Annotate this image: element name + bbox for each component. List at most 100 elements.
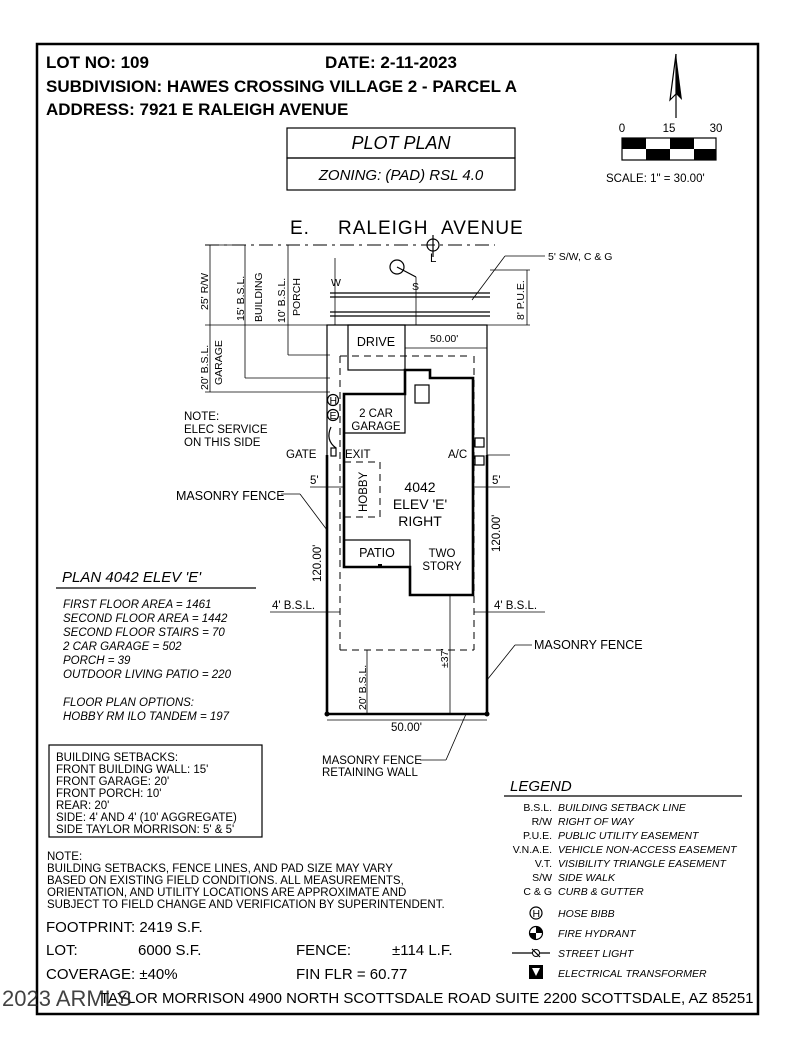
zoning-box	[286, 157, 516, 191]
street-light-icon	[389, 259, 417, 278]
svg-text:V.N.A.E.: V.N.A.E.	[513, 844, 552, 856]
bsl-4-left-dim: 4' B.S.L.	[272, 600, 315, 612]
plan-date: DATE: 2-11-2023	[325, 53, 457, 72]
svg-text:P.U.E.: P.U.E.	[523, 830, 552, 842]
svg-text:E: E	[330, 410, 337, 422]
svg-text:VISIBILITY TRIANGLE EASEMENT: VISIBILITY TRIANGLE EASEMENT	[558, 858, 727, 870]
pue-dim: 8' P.U.E.	[515, 280, 527, 320]
bsl-porch-dim: 10' B.S.L.	[276, 278, 288, 323]
note-line-3: ORIENTATION, AND UTILITY LOCATIONS ARE A…	[47, 887, 406, 899]
setback-side: SIDE: 4' AND 4' (10' AGGREGATE)	[56, 812, 237, 824]
legend-fire-hydrant-icon	[528, 925, 544, 941]
setback-side-tm: SIDE TAYLOR MORRISON: 5' & 5'	[56, 824, 234, 836]
legend-fire-hydrant: FIRE HYDRANT	[558, 928, 637, 940]
address: ADDRESS: 7921 E RALEIGH AVENUE	[46, 100, 348, 119]
hobby-room	[343, 461, 381, 518]
bsl-garage-dim: 20' B.S.L.	[199, 345, 211, 390]
bsl-porch-label: PORCH	[291, 278, 303, 316]
sidewalk-label: 5' S/W, C & G	[548, 251, 612, 263]
hobby-label: HOBBY	[358, 471, 370, 512]
bsl-building-label: BUILDING	[253, 272, 265, 322]
scale-bar: 0 15 30 SCALE: 1" = 30.00'	[606, 123, 722, 185]
legend-transformer-icon	[529, 965, 543, 979]
legend-transformer: ELECTRICAL TRANSFORMER	[558, 968, 707, 980]
hose-bibb-icon: H	[326, 393, 340, 407]
legend-hose-bibb-icon: H	[529, 906, 543, 920]
svg-text:C & G: C & G	[523, 886, 552, 898]
two-story-label-2: STORY	[422, 561, 462, 573]
patio	[343, 539, 411, 568]
two-story-label-1: TWO	[429, 548, 456, 560]
masonry-fence-left-label: MASONRY FENCE	[176, 489, 285, 503]
rear-distance-dim: ±37'	[439, 649, 451, 668]
rear-bsl-dim: 20' B.S.L.	[357, 665, 369, 710]
svg-text:B.S.L.: B.S.L.	[523, 802, 552, 814]
svg-text:H: H	[533, 908, 541, 920]
subdivision: SUBDIVISION: HAWES CROSSING VILLAGE 2 - …	[46, 77, 517, 96]
bsl-4-right-dim: 4' B.S.L.	[494, 600, 537, 612]
setbacks-title: BUILDING SETBACKS:	[56, 752, 178, 764]
watermark: 2023 ARMLS	[2, 986, 132, 1011]
scale-tick-30: 30	[710, 123, 723, 135]
legend-abbreviations: B.S.L. BUILDING SETBACK LINE R/W RIGHT O…	[513, 802, 738, 898]
svg-text:SIDE WALK: SIDE WALK	[558, 872, 616, 884]
company-address: TAYLOR MORRISON 4900 NORTH SCOTTSDALE RO…	[100, 990, 754, 1007]
street-name-avenue: AVENUE	[441, 218, 524, 239]
bsl-building-dim: 15' B.S.L.	[235, 276, 247, 321]
elec-note-3: ON THIS SIDE	[184, 437, 261, 449]
setback-front-porch: FRONT PORCH: 10'	[56, 788, 162, 800]
svg-text:S/W: S/W	[532, 872, 552, 884]
area-porch: PORCH = 39	[63, 655, 131, 667]
note-line-1: BUILDING SETBACKS, FENCE LINES, AND PAD …	[47, 863, 393, 875]
ac-unit-icon	[474, 437, 485, 466]
legend-street-light-icon	[512, 948, 550, 958]
rw-dim: 25' R/W	[199, 273, 211, 310]
legend-street-light: STREET LIGHT	[558, 948, 635, 960]
masonry-fence-right-label: MASONRY FENCE	[534, 638, 643, 652]
svg-text:VEHICLE NON-ACCESS EASEMENT: VEHICLE NON-ACCESS EASEMENT	[558, 844, 738, 856]
electric-service-icon: E	[326, 408, 340, 422]
scale-label: SCALE: 1" = 30.00'	[606, 173, 705, 185]
coverage: COVERAGE: ±40%	[46, 966, 178, 983]
finished-floor: FIN FLR = 60.77	[296, 966, 407, 983]
garage-label-1: 2 CAR	[359, 408, 393, 420]
drive-label: DRIVE	[357, 335, 395, 349]
ac-label: A/C	[448, 449, 467, 461]
rear-width-dim: 50.00'	[391, 722, 422, 734]
side-left-dim: 5'	[310, 475, 319, 487]
area-stairs: SECOND FLOOR STAIRS = 70	[63, 627, 225, 639]
sheet-border	[35, 42, 760, 1016]
setbacks-box	[48, 744, 263, 838]
svg-text:BUILDING SETBACK LINE: BUILDING SETBACK LINE	[558, 802, 687, 814]
footprint: FOOTPRINT: 2419 S.F.	[46, 919, 203, 936]
plot-plan-title: PLOT PLAN	[351, 133, 451, 153]
retaining-label-2: RETAINING WALL	[322, 767, 418, 779]
lot-number: LOT NO: 109	[46, 53, 149, 72]
scale-tick-0: 0	[619, 123, 625, 135]
svg-text:R/W: R/W	[532, 816, 553, 828]
retaining-label-1: MASONRY FENCE	[322, 755, 422, 767]
depth-right-dim: 120.00'	[491, 515, 503, 552]
scale-tick-15: 15	[663, 123, 676, 135]
legend-title: LEGEND	[510, 778, 572, 795]
bsl-garage-label: GARAGE	[213, 340, 225, 385]
street-name-e: E.	[290, 218, 310, 239]
exit-label: EXIT	[345, 449, 371, 461]
note-line-2: BASED ON EXISTING FIELD CONDITIONS. ALL …	[47, 875, 404, 887]
area-garage: 2 CAR GARAGE = 502	[62, 641, 182, 653]
garage-label-2: GARAGE	[351, 421, 401, 433]
side-right-dim: 5'	[492, 475, 501, 487]
centerline-label: L	[430, 253, 437, 265]
street-name-raleigh: RALEIGH	[338, 218, 428, 239]
patio-label: PATIO	[359, 546, 395, 560]
option-hobby: HOBBY RM ILO TANDEM = 197	[63, 711, 230, 723]
note-title: NOTE:	[47, 851, 82, 863]
fence-value: ±114 L.F.	[392, 942, 453, 959]
svg-text:CURB & GUTTER: CURB & GUTTER	[558, 886, 644, 898]
depth-left-dim: 120.00'	[312, 545, 324, 582]
lot-label: LOT:	[46, 942, 78, 959]
setback-rear: REAR: 20'	[56, 800, 109, 812]
legend-hose-bibb: HOSE BIBB	[558, 908, 615, 920]
note-line-4: SUBJECT TO FIELD CHANGE AND VERIFICATION…	[47, 899, 445, 911]
water-service-label: W	[331, 277, 341, 289]
